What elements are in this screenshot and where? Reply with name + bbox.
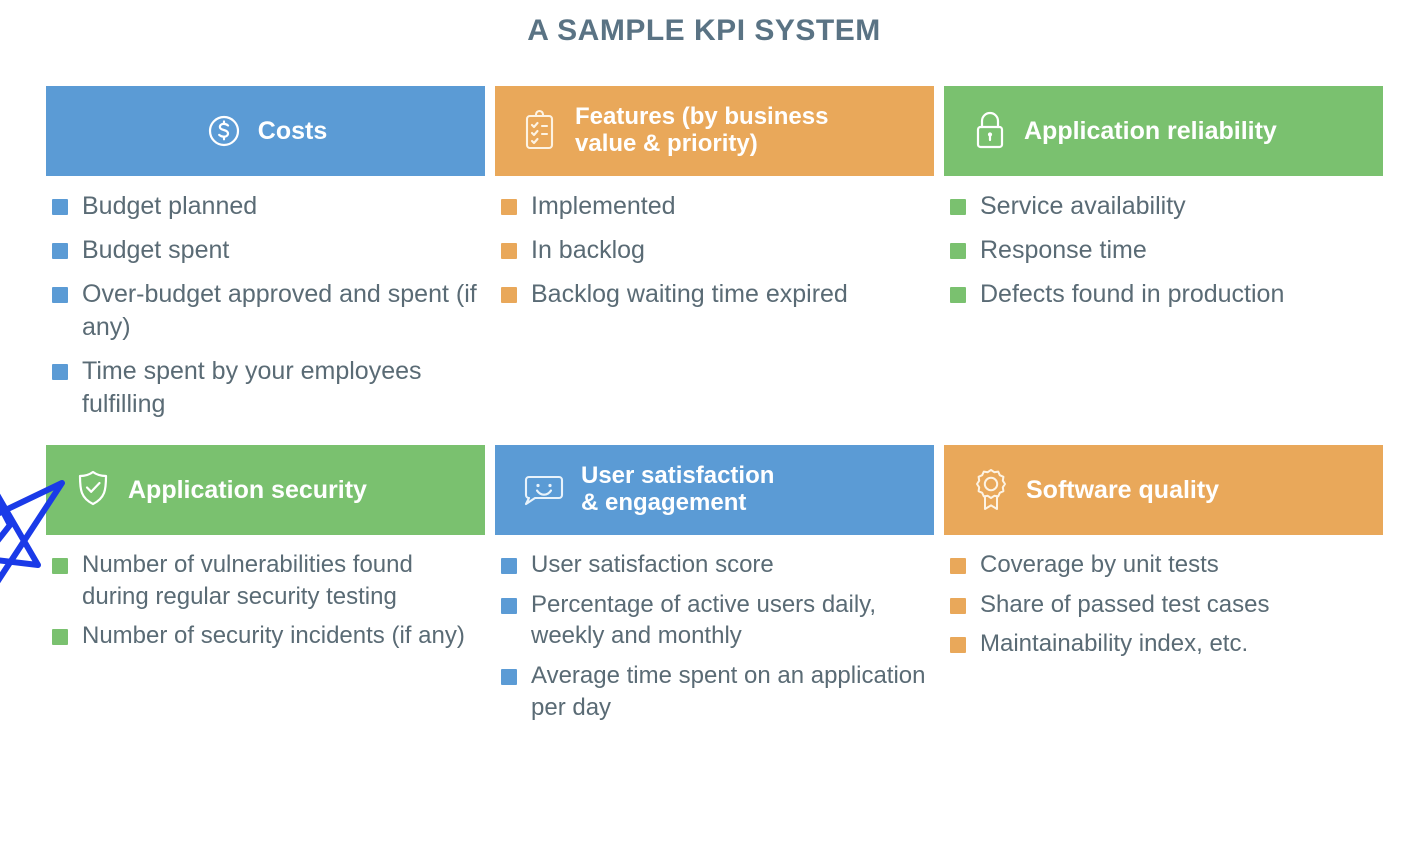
list-item-label: Percentage of active users daily, weekly…	[531, 590, 877, 650]
list-item: Backlog waiting time expired	[501, 278, 930, 311]
list-item-label: User satisfaction score	[531, 551, 774, 578]
kpi-card-costs[interactable]: Costs Budget planned Budget spent Over-b…	[46, 86, 485, 432]
card-header-application-reliability: Application reliability	[944, 86, 1383, 176]
kpi-row-bottom: Application security Number of vulnerabi…	[46, 445, 1383, 731]
card-header-user-satisfaction: User satisfaction & engagement	[495, 445, 934, 535]
bullet-square-icon	[950, 637, 966, 654]
list-item: Service availability	[950, 190, 1379, 223]
list-item: Budget spent	[52, 234, 481, 267]
bullet-square-icon	[501, 287, 517, 303]
bullet-square-icon	[501, 243, 517, 259]
list-item-label: Defects found in production	[980, 280, 1285, 308]
card-title-application-security: Application security	[128, 476, 367, 504]
list-item-label: Average time spent on an application per…	[531, 662, 926, 721]
bullet-square-icon	[52, 199, 68, 215]
card-header-application-security: Application security	[46, 445, 485, 535]
kpi-row-top: Costs Budget planned Budget spent Over-b…	[46, 86, 1383, 432]
padlock-icon	[970, 109, 1010, 153]
bullet-square-icon	[52, 629, 68, 646]
list-item-label: Time spent by your employees fulfilling	[82, 357, 422, 418]
list-item: User satisfaction score	[501, 549, 930, 581]
card-body-costs: Budget planned Budget spent Over-budget …	[46, 176, 485, 432]
bullet-square-icon	[950, 199, 966, 215]
list-item-label: Coverage by unit tests	[980, 551, 1219, 578]
bullet-square-icon	[501, 669, 517, 686]
list-item: Percentage of active users daily, weekly…	[501, 589, 930, 652]
shield-check-icon	[72, 467, 114, 513]
kpi-card-application-security[interactable]: Application security Number of vulnerabi…	[46, 445, 485, 731]
dollar-circle-icon	[204, 111, 244, 151]
card-title-application-reliability: Application reliability	[1024, 117, 1277, 145]
bullet-square-icon	[501, 597, 517, 614]
list-item: Number of vulnerabilities found during r…	[52, 549, 481, 612]
card-body-application-security: Number of vulnerabilities found during r…	[46, 535, 485, 660]
clipboard-checklist-icon	[521, 109, 561, 153]
list-item: Coverage by unit tests	[950, 549, 1379, 581]
bullet-square-icon	[501, 558, 517, 574]
list-item-label: Response time	[980, 236, 1147, 264]
bullet-square-icon	[52, 287, 68, 303]
card-title-features: Features (by business value & priority)	[575, 103, 829, 157]
kpi-card-features[interactable]: Features (by business value & priority) …	[495, 86, 934, 432]
award-rosette-icon	[970, 466, 1012, 514]
list-item-label: Share of passed test cases	[980, 590, 1270, 618]
list-item: Over-budget approved and spent (if any)	[52, 278, 481, 344]
card-header-costs: Costs	[46, 86, 485, 176]
bullet-square-icon	[501, 199, 517, 215]
list-item-label: Service availability	[980, 192, 1186, 220]
card-body-user-satisfaction: User satisfaction score Percentage of ac…	[495, 535, 934, 731]
list-item: Defects found in production	[950, 278, 1379, 311]
list-item-label: Number of security incidents (if any)	[82, 622, 465, 650]
list-item: Share of passed test cases	[950, 589, 1379, 621]
card-title-costs: Costs	[257, 117, 328, 145]
bullet-square-icon	[950, 558, 966, 574]
list-item: Time spent by your employees fulfilling	[52, 355, 481, 421]
list-item: Average time spent on an application per…	[501, 660, 930, 723]
bullet-square-icon	[52, 243, 68, 259]
kpi-card-software-quality[interactable]: Software quality Coverage by unit tests …	[944, 445, 1383, 731]
bullet-square-icon	[950, 287, 966, 303]
list-item-label: Budget planned	[82, 192, 258, 220]
kpi-card-user-satisfaction[interactable]: User satisfaction & engagement User sati…	[495, 445, 934, 731]
kpi-card-grid: Costs Budget planned Budget spent Over-b…	[46, 86, 1383, 731]
bullet-square-icon	[950, 597, 966, 614]
list-item-label: Backlog waiting time expired	[531, 280, 848, 308]
list-item: Implemented	[501, 190, 930, 223]
card-body-software-quality: Coverage by unit tests Share of passed t…	[944, 535, 1383, 668]
list-item: Budget planned	[52, 190, 481, 223]
card-title-user-satisfaction: User satisfaction & engagement	[581, 462, 775, 516]
card-header-software-quality: Software quality	[944, 445, 1383, 535]
card-body-features: Implemented In backlog Backlog waiting t…	[495, 176, 934, 322]
list-item-label: Over-budget approved and spent (if any)	[82, 280, 477, 341]
bullet-square-icon	[950, 243, 966, 259]
list-item-label: Number of vulnerabilities found during r…	[82, 551, 413, 610]
list-item: In backlog	[501, 234, 930, 267]
page-title: A SAMPLE KPI SYSTEM	[527, 14, 881, 47]
list-item: Maintainability index, etc.	[950, 628, 1379, 660]
list-item: Number of security incidents (if any)	[52, 620, 481, 652]
card-header-features: Features (by business value & priority)	[495, 86, 934, 176]
list-item-label: In backlog	[531, 236, 645, 264]
bullet-square-icon	[52, 364, 68, 380]
card-body-application-reliability: Service availability Response time Defec…	[944, 176, 1383, 322]
card-title-software-quality: Software quality	[1026, 476, 1220, 504]
kpi-card-application-reliability[interactable]: Application reliability Service availabi…	[944, 86, 1383, 432]
list-item-label: Maintainability index, etc.	[980, 630, 1249, 658]
list-item-label: Implemented	[531, 192, 676, 220]
bullet-square-icon	[52, 558, 68, 574]
list-item-label: Budget spent	[82, 236, 230, 264]
list-item: Response time	[950, 234, 1379, 267]
smiley-speech-bubble-icon	[521, 469, 567, 511]
